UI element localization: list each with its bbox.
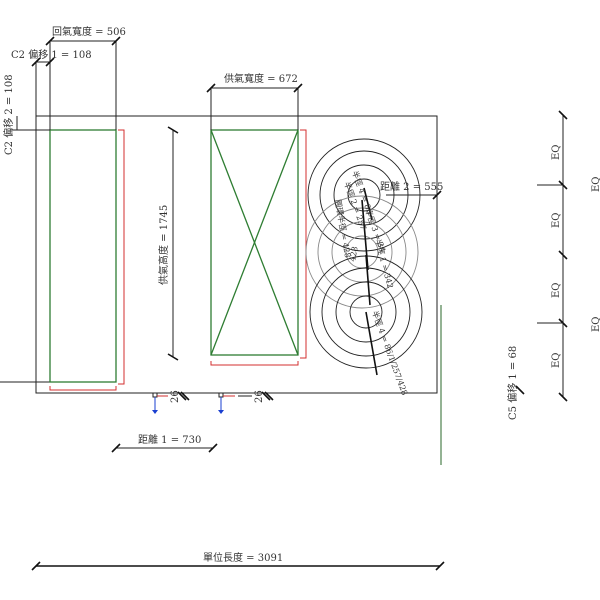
supply-height-red-dim: [300, 129, 307, 359]
marker-b: [218, 391, 274, 414]
eq-label-2: EQ: [551, 213, 562, 229]
eq-label-3: EQ: [551, 283, 562, 299]
distance2-label: 距離 2 = 555: [380, 180, 443, 193]
return-height-red-dim: [118, 129, 125, 385]
supply-width-red-dim: [210, 361, 299, 366]
ring-value-label: 428: [348, 246, 360, 263]
return-air-panel[interactable]: [49, 129, 117, 383]
gap-a-label: 26: [170, 390, 181, 403]
radius-arrows: [361, 187, 378, 376]
c2-offset1-label: C2 偏移 1 = 108: [11, 48, 92, 61]
eq-label-4: EQ: [551, 353, 562, 369]
supply-height-label: 供氣高度 = 1745: [157, 205, 170, 285]
supply-cross-2: [210, 129, 299, 356]
c5-offset1-label: C5 偏移 1 = 68: [506, 346, 519, 420]
marker-a: [152, 391, 190, 414]
eq-outer-label-1: EQ: [591, 177, 600, 193]
eq-outer-label-2: EQ: [591, 317, 600, 333]
return-width-label: 回氣寬度 = 506: [52, 25, 126, 38]
distance1-label: 距離 1 = 730: [138, 433, 201, 446]
unit-length-label: 單位長度 = 3091: [203, 551, 283, 564]
c2-offset2-label: C2 偏移 2 = 108: [2, 74, 15, 155]
eq-label-1: EQ: [551, 145, 562, 161]
supply-width-label: 供氣寬度 = 672: [224, 72, 298, 85]
return-width-red-dim: [49, 386, 117, 391]
supply-air-panel[interactable]: [210, 129, 299, 356]
radius-1-label: 半徑 1 = 342: [373, 238, 396, 290]
gap-b-label: 26: [254, 390, 265, 403]
